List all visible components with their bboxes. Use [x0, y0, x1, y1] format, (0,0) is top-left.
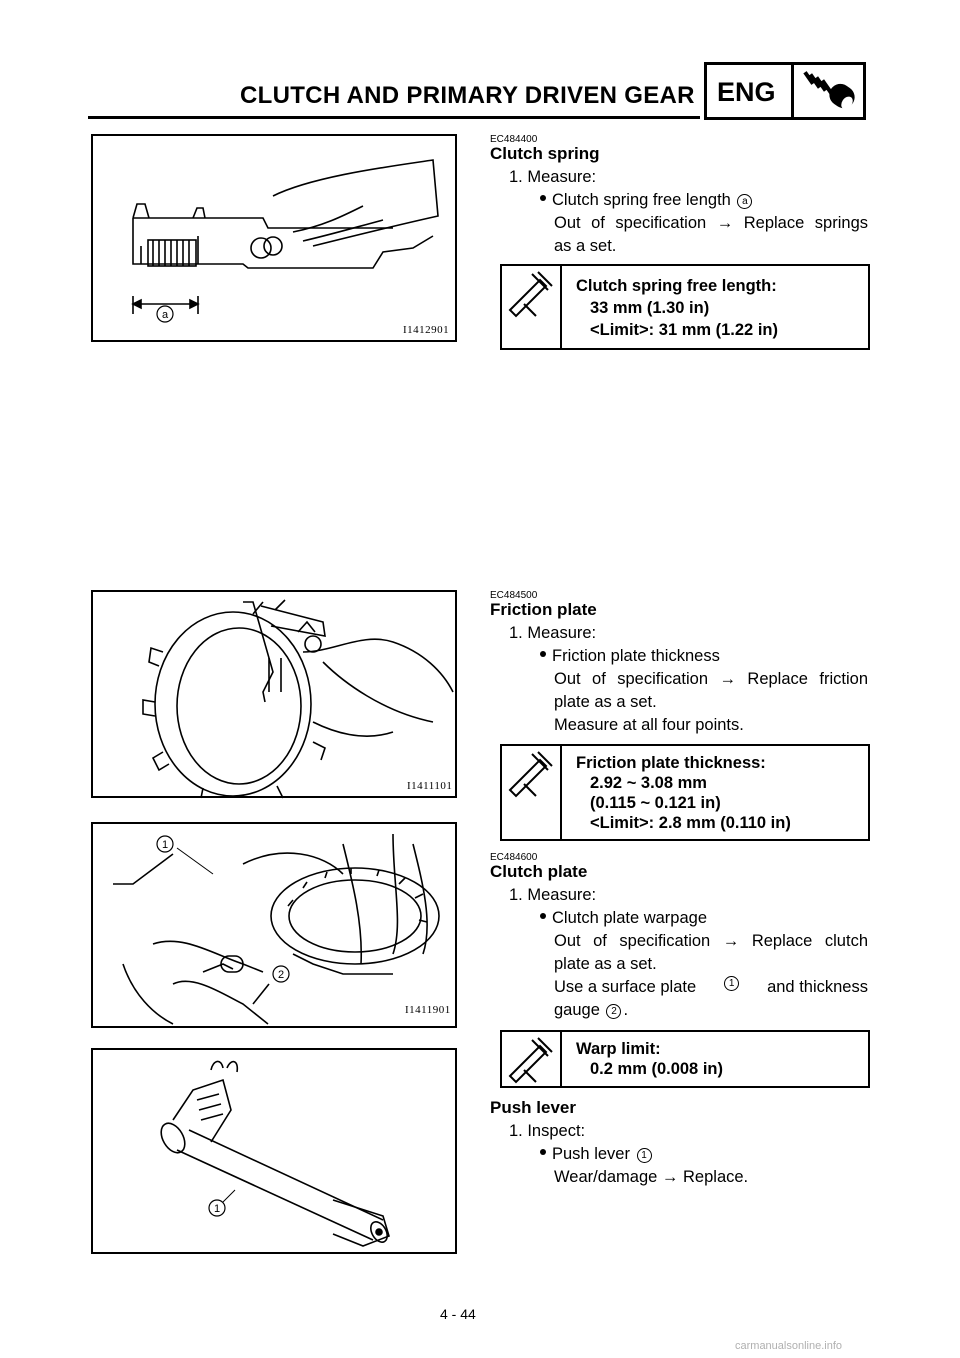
body-line: Measure at all four points.: [554, 716, 744, 734]
section-title: Push lever: [490, 1098, 576, 1117]
step-text: 1. Measure:: [509, 624, 597, 642]
bullet-text: Clutch spring free length: [552, 191, 731, 209]
section-title: Clutch spring: [490, 144, 600, 163]
body-line: Out of specification → Replace clutch: [554, 932, 868, 950]
friction-plate-illustration: [142, 599, 454, 799]
figure-id: I1412901: [403, 324, 450, 336]
spec-line: 2.92 ~ 3.08 mm: [590, 774, 707, 792]
body-line: Wear/damage → Replace.: [554, 1168, 749, 1186]
spec-box: Friction plate thickness: 2.92 ~ 3.08 mm…: [500, 744, 870, 841]
callout-ref: 1: [636, 1148, 652, 1163]
bullet-dot: [540, 1149, 546, 1155]
spec-line: 0.2 mm (0.008 in): [590, 1060, 723, 1078]
clutch-plate-illustration: 1 2: [113, 833, 440, 1025]
step-text: 1. Inspect:: [509, 1122, 586, 1140]
section-title: Friction plate: [490, 600, 597, 619]
bullet-dot: [540, 651, 546, 657]
bullet-dot: [540, 195, 546, 201]
bullet-dot: [540, 913, 546, 919]
text-run: .: [623, 1001, 629, 1019]
callout-ref: a: [737, 194, 753, 209]
body-line: gauge 2.: [554, 999, 628, 1022]
figure-clutch-plate: 1 2 I1411901: [91, 822, 457, 1028]
figure-push-lever: 1: [91, 1048, 457, 1254]
body-line: Use a surface plate 1 and thickness: [554, 976, 868, 999]
spec-line: 33 mm (1.30 in): [590, 299, 710, 317]
caliper-spring-illustration: a: [131, 159, 439, 323]
spec-box: Warp limit: 0.2 mm (0.008 in): [500, 1030, 870, 1088]
push-lever-illustration: 1: [160, 1060, 390, 1247]
callout-1: 1: [214, 1203, 220, 1215]
body-line: Out of specification → Replace friction: [554, 670, 868, 688]
section-code: EC484600: [490, 852, 538, 863]
body-line: plate as a set.: [554, 693, 657, 711]
bullet-item: Clutch plate warpage: [540, 907, 707, 930]
section-title: Clutch plate: [490, 862, 588, 881]
callout-a: a: [162, 309, 169, 321]
text-run: gauge: [554, 1001, 600, 1019]
header-rule: [88, 116, 700, 119]
spec-caliper-icon: [502, 266, 562, 348]
figure-friction-plate: I1411101: [91, 590, 457, 799]
callout-1: 1: [162, 839, 168, 851]
spec-line: <Limit>: 2.8 mm (0.110 in): [590, 814, 791, 832]
spec-line: Warp limit:: [576, 1040, 661, 1058]
body-line: Out of specification → Replace springs: [554, 214, 868, 232]
body-line: plate as a set.: [554, 955, 657, 973]
figure-clutch-spring: a I1412901: [91, 134, 457, 342]
bullet-item: Friction plate thickness: [540, 645, 720, 668]
body-line: as a set.: [554, 237, 617, 255]
page-title: CLUTCH AND PRIMARY DRIVEN GEAR: [240, 82, 695, 109]
figure-id: I1411101: [407, 780, 453, 792]
figure-id: I1411901: [405, 1004, 451, 1016]
spec-line: Clutch spring free length:: [576, 277, 777, 295]
step-text: 1. Measure:: [509, 168, 597, 186]
bullet-text: Clutch plate warpage: [552, 909, 708, 927]
bullet-item: Clutch spring free length a: [540, 189, 754, 212]
callout-ref: 1: [724, 976, 740, 991]
section-tag: ENG: [704, 62, 866, 120]
page-number: 4 - 44: [440, 1306, 476, 1322]
spec-caliper-icon: [502, 1032, 562, 1086]
watermark: carmanualsonline.info: [735, 1340, 843, 1352]
callout-ref: 2: [606, 1004, 622, 1019]
step-text: 1. Measure:: [509, 886, 597, 904]
section-code: EC484400: [490, 134, 538, 145]
spec-line: <Limit>: 31 mm (1.22 in): [590, 321, 778, 339]
text-run: and thickness: [767, 978, 868, 996]
bullet-text: Friction plate thickness: [552, 647, 720, 665]
callout-2: 2: [278, 969, 284, 981]
bullet-text: Push lever: [552, 1145, 630, 1163]
section-code: EC484500: [490, 590, 538, 601]
section-tag-label: ENG: [717, 77, 776, 107]
spec-line: (0.115 ~ 0.121 in): [590, 794, 721, 812]
bullet-item: Push lever 1: [540, 1143, 654, 1166]
spec-caliper-icon: [502, 746, 562, 839]
section-tag-divider: [791, 65, 794, 117]
spec-line: Friction plate thickness:: [576, 754, 766, 772]
engine-bolt-icon: [803, 71, 855, 110]
text-run: Use a surface plate: [554, 978, 697, 996]
spec-box: Clutch spring free length: 33 mm (1.30 i…: [500, 264, 870, 350]
